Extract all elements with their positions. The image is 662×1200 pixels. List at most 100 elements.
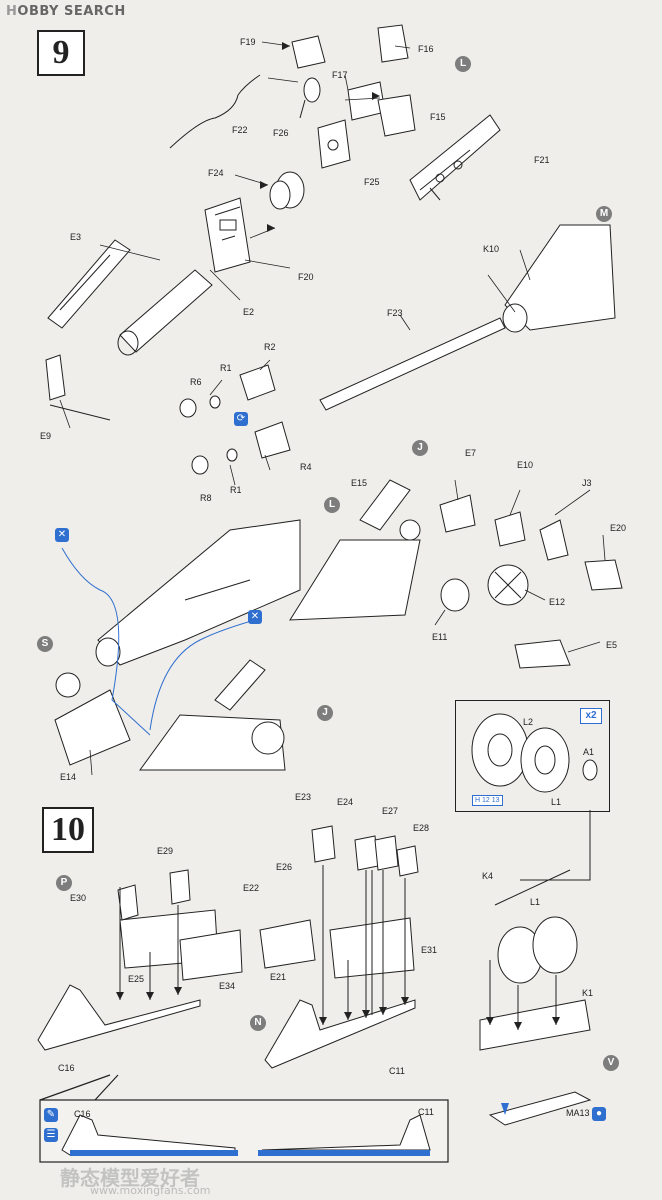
label-e25: E25	[128, 974, 145, 984]
seat-e5-e20	[514, 559, 623, 669]
label-e15: E15	[351, 478, 368, 488]
label-k1: K1	[582, 988, 594, 998]
marker-n: N	[250, 1015, 266, 1031]
label-e23: E23	[295, 792, 312, 802]
label-r1-bottom: R1	[230, 485, 242, 495]
label-e26: E26	[276, 862, 293, 872]
reference-prefix: H	[475, 797, 481, 804]
label-e34: E34	[219, 981, 236, 991]
handwheel-e12	[487, 564, 529, 606]
inset-trail-c16	[61, 1114, 238, 1156]
label-f16: F16	[418, 44, 434, 54]
label-e14: E14	[60, 772, 77, 782]
marker-l-top: L	[455, 56, 471, 72]
brackets-e29-e30	[117, 869, 191, 921]
reference-badge: H 12 13	[472, 795, 503, 806]
label-e22: E22	[243, 883, 260, 893]
part-e2	[117, 269, 213, 356]
step-number-10: 10	[42, 807, 94, 853]
part-e3	[47, 239, 131, 329]
label-k10: K10	[483, 244, 500, 254]
box-e21-e31	[259, 917, 415, 979]
label-f24: F24	[208, 168, 224, 178]
marker-v: V	[603, 1055, 619, 1071]
logo-text: OBBY SEARCH	[17, 4, 126, 19]
inset-trail-c11	[258, 1114, 431, 1156]
label-f21: F21	[534, 155, 550, 165]
part-f26	[299, 77, 321, 119]
label-r1-top: R1	[220, 363, 232, 373]
label-e30: E30	[70, 893, 87, 903]
parts-r-group	[179, 364, 291, 475]
cable-f22	[169, 74, 261, 149]
site-logo: HOBBY SEARCH	[6, 4, 126, 19]
bracket-f15-f17	[347, 81, 416, 137]
label-ma13: MA13	[566, 1108, 590, 1118]
marker-m: M	[596, 206, 612, 222]
label-l2: L2	[523, 717, 534, 727]
part-f16	[377, 24, 409, 63]
barrel-f23	[319, 317, 506, 411]
remove-part-icon: ✕	[248, 610, 262, 624]
label-f26: F26	[273, 128, 289, 138]
label-f22: F22	[232, 125, 248, 135]
label-c16-inset: C16	[74, 1109, 91, 1119]
label-r6: R6	[190, 377, 202, 387]
part-e9	[45, 354, 111, 421]
part-f19	[291, 35, 326, 69]
label-e28: E28	[413, 823, 430, 833]
inset-pointer	[520, 810, 591, 881]
label-e24: E24	[337, 797, 354, 807]
label-f25: F25	[364, 177, 380, 187]
label-c11: C11	[389, 1066, 405, 1076]
label-c11-inset: C11	[418, 1107, 434, 1117]
label-f20: F20	[298, 272, 314, 282]
sand-icon: ☰	[44, 1128, 58, 1142]
part-e14	[54, 672, 131, 766]
marker-j-top: J	[412, 440, 428, 456]
glue-icon: ●	[592, 1107, 606, 1121]
wheel-l2	[471, 713, 529, 787]
marker-j-bottom: J	[317, 705, 333, 721]
trail-c11	[264, 999, 416, 1069]
label-e9: E9	[40, 431, 52, 441]
axle-k1-k4	[479, 869, 591, 1051]
brackets-e23-e28	[311, 825, 419, 877]
label-a1: A1	[583, 747, 595, 757]
label-e5: E5	[606, 640, 618, 650]
label-f19: F19	[240, 37, 256, 47]
logo-prefix: H	[6, 4, 18, 19]
cradle-assembly	[95, 519, 301, 667]
label-e12: E12	[549, 597, 566, 607]
watermark-logo: 静态模型爱好者	[60, 1166, 200, 1190]
label-l1: L1	[530, 897, 541, 907]
panel-f20	[204, 197, 251, 273]
label-e21: E21	[270, 972, 287, 982]
label-e7: E7	[465, 448, 477, 458]
cylinder-f24	[269, 171, 305, 210]
label-c16: C16	[58, 1063, 75, 1073]
plate-ma13	[488, 1091, 592, 1126]
marker-l-mid: L	[324, 497, 340, 513]
rotate-icon: ⟳	[234, 412, 248, 426]
remove-part-icon: ✕	[55, 528, 69, 542]
label-f23: F23	[387, 308, 403, 318]
wheel-l1	[520, 727, 598, 793]
label-j3: J3	[582, 478, 592, 488]
watermark-url: www.moxingfans.com	[90, 1184, 211, 1197]
label-e10: E10	[517, 460, 534, 470]
paint-brush-icon: ✎	[44, 1108, 58, 1122]
bracket-f25	[317, 119, 351, 169]
frame-assembly-f21	[409, 114, 501, 201]
label-r2: R2	[264, 342, 276, 352]
lower-carriage	[139, 659, 286, 771]
label-r8: R8	[200, 493, 212, 503]
part-e11	[440, 578, 470, 612]
label-e31: E31	[421, 945, 438, 955]
label-e3: E3	[70, 232, 82, 242]
box-e25-e34	[119, 909, 243, 981]
reference-numbers: 12 13	[482, 797, 500, 804]
wheel-inset	[455, 700, 610, 812]
